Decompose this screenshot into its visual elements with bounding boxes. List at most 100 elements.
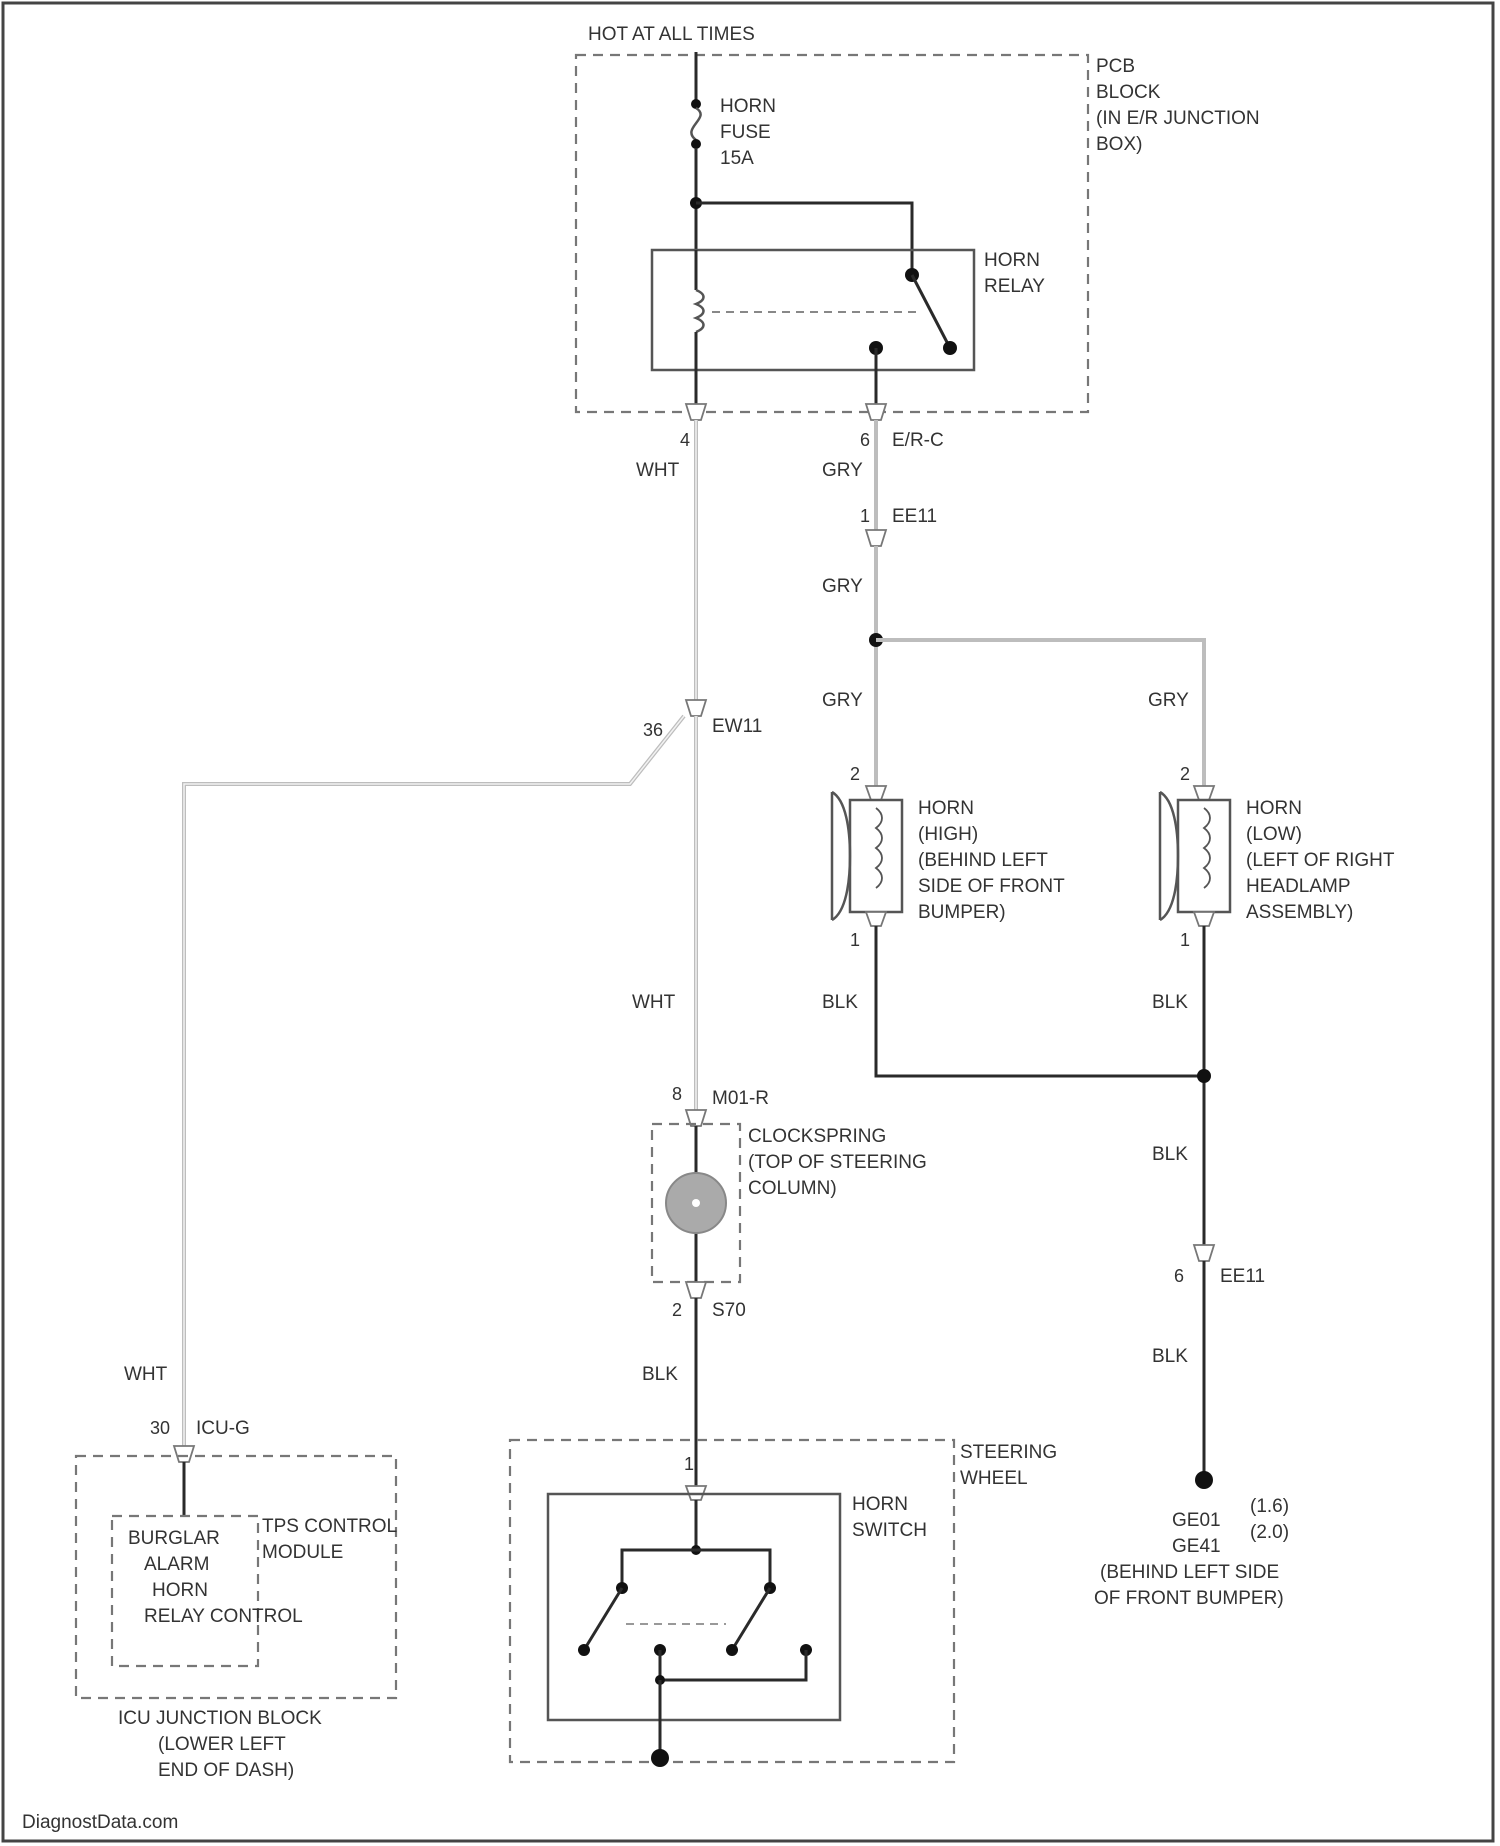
connector-s70: 2 S70 [672,1282,746,1321]
wire-color-blk: BLK [1152,1346,1188,1367]
blk-splice-dot [1197,1069,1211,1083]
horn-high-symbol: 2 1 [832,764,902,950]
svg-text:RELAY: RELAY [984,276,1045,297]
horn-fuse [691,99,701,149]
ground-point [1195,1471,1213,1489]
wire-color-wht: WHT [632,992,676,1013]
supply-label: HOT AT ALL TIMES [588,24,755,45]
svg-text:6: 6 [860,430,870,450]
svg-text:FUSE: FUSE [720,122,771,143]
svg-text:1: 1 [860,506,870,526]
svg-text:SWITCH: SWITCH [852,1520,927,1541]
svg-text:HORN: HORN [918,798,974,819]
icu-junction-block-boundary [76,1456,396,1698]
svg-text:PCB: PCB [1096,56,1135,77]
svg-text:HORN: HORN [852,1494,908,1515]
horn-low-symbol: 2 1 [1160,764,1230,950]
svg-text:MODULE: MODULE [262,1542,343,1563]
relay-coil [696,250,704,412]
wire-color-gry: GRY [822,576,863,597]
svg-text:WHEEL: WHEEL [960,1468,1028,1489]
svg-text:HORN: HORN [152,1580,208,1601]
steering-wheel-label: STEERING WHEEL [960,1442,1057,1489]
svg-text:HORN: HORN [720,96,776,117]
svg-text:E/R-C: E/R-C [892,430,944,451]
svg-text:ASSEMBLY): ASSEMBLY) [1246,902,1353,923]
svg-text:(TOP OF STEERING: (TOP OF STEERING [748,1152,927,1173]
watermark: DiagnostData.com [22,1812,178,1833]
svg-text:ICU-G: ICU-G [196,1418,250,1439]
svg-text:(BEHIND LEFT: (BEHIND LEFT [918,850,1048,871]
svg-text:EE11: EE11 [892,506,937,527]
svg-text:HORN: HORN [1246,798,1302,819]
svg-text:ICU JUNCTION BLOCK: ICU JUNCTION BLOCK [118,1708,322,1729]
svg-text:(BEHIND LEFT SIDE: (BEHIND LEFT SIDE [1100,1562,1279,1583]
svg-text:30: 30 [150,1418,170,1438]
horn-switch-label: HORN SWITCH [852,1494,927,1541]
svg-text:1: 1 [1180,930,1190,950]
svg-text:(LOWER LEFT: (LOWER LEFT [158,1734,286,1755]
clockspring-label: CLOCKSPRING (TOP OF STEERING COLUMN) [748,1126,927,1199]
tps-control-module-label: TPS CONTROL MODULE [262,1516,397,1563]
svg-text:6: 6 [1174,1266,1184,1286]
ground-label: GE01 (1.6) GE41 (2.0) (BEHIND LEFT SIDE … [1094,1496,1289,1609]
svg-text:15A: 15A [720,148,754,169]
wire-color-gry: GRY [822,690,863,711]
horn-switch-contacts [578,1500,812,1767]
clockspring-hub [692,1199,700,1207]
svg-text:END OF DASH): END OF DASH) [158,1760,294,1781]
horn-relay-label: HORN RELAY [984,250,1045,297]
relay-connector-4: 4 [680,404,706,450]
svg-text:BOX): BOX) [1096,134,1142,155]
horn-fuse-label: HORN FUSE 15A [720,96,776,169]
svg-text:36: 36 [643,720,663,740]
svg-text:(1.6): (1.6) [1250,1496,1289,1517]
wire-color-gry: GRY [1148,690,1189,711]
wire-color-wht: WHT [124,1364,168,1385]
icu-junction-block-label: ICU JUNCTION BLOCK (LOWER LEFT END OF DA… [118,1708,322,1781]
svg-text:BUMPER): BUMPER) [918,902,1006,923]
steering-wheel-boundary [510,1440,954,1762]
wht-wire-branch-to-icu [184,716,684,1450]
svg-text:(2.0): (2.0) [1250,1522,1289,1543]
svg-text:8: 8 [672,1084,682,1104]
svg-text:TPS CONTROL: TPS CONTROL [262,1516,397,1537]
svg-text:S70: S70 [712,1300,746,1321]
horn-relay-box [652,250,974,370]
wire-color-blk: BLK [642,1364,678,1385]
pcb-block-label: PCB BLOCK (IN E/R JUNCTION BOX) [1096,56,1260,155]
svg-text:GE01: GE01 [1172,1510,1221,1531]
svg-text:(HIGH): (HIGH) [918,824,978,845]
gry-wire-to-horn-low [876,640,1204,790]
wire-color-wht: WHT [636,460,680,481]
svg-text:STEERING: STEERING [960,1442,1057,1463]
wire-color-blk: BLK [1152,1144,1188,1165]
connector-m01-r: 8 M01-R [672,1084,769,1126]
relay-switch-feed-wire [696,203,912,275]
svg-text:M01-R: M01-R [712,1088,769,1109]
svg-text:CLOCKSPRING: CLOCKSPRING [748,1126,886,1147]
svg-text:EW11: EW11 [712,716,762,737]
wire-color-blk: BLK [822,992,858,1013]
connector-ee11-top: 1 EE11 [860,506,937,546]
svg-text:BURGLAR: BURGLAR [128,1528,220,1549]
svg-text:RELAY CONTROL: RELAY CONTROL [144,1606,303,1627]
svg-text:4: 4 [680,430,690,450]
svg-text:2: 2 [1180,764,1190,784]
svg-text:2: 2 [672,1300,682,1320]
svg-text:(IN E/R JUNCTION: (IN E/R JUNCTION [1096,108,1260,129]
wire-color-blk: BLK [1152,992,1188,1013]
svg-text:1: 1 [850,930,860,950]
connector-ew11: 36 EW11 [643,700,762,740]
horn-low-label: HORN (LOW) (LEFT OF RIGHT HEADLAMP ASSEM… [1246,798,1395,923]
horn-switch-box [548,1494,840,1720]
connector-ee11-bottom: 6 EE11 [1174,1245,1265,1287]
svg-text:OF FRONT BUMPER): OF FRONT BUMPER) [1094,1588,1284,1609]
wire-color-gry: GRY [822,460,863,481]
svg-text:(LEFT OF RIGHT: (LEFT OF RIGHT [1246,850,1395,871]
svg-text:2: 2 [850,764,860,784]
svg-text:HORN: HORN [984,250,1040,271]
svg-text:ALARM: ALARM [144,1554,209,1575]
horn-high-label: HORN (HIGH) (BEHIND LEFT SIDE OF FRONT B… [918,798,1065,923]
svg-text:1: 1 [684,1454,694,1474]
